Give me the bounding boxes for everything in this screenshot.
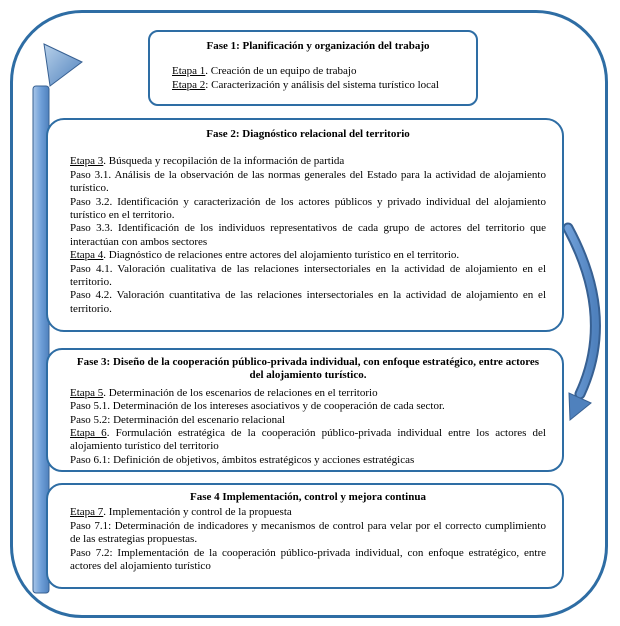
connector-arrow-icon xyxy=(562,222,601,422)
step-line: Paso 6.1: Definición de objetivos, ámbit… xyxy=(70,454,546,467)
step-text: . Formulación estratégica de la cooperac… xyxy=(70,427,546,453)
step-text: Paso 5.1. Determinación de los intereses… xyxy=(70,400,445,413)
step-text: . Diagnóstico de relaciones entre actore… xyxy=(103,249,460,262)
phase-2-title: Fase 2: Diagnóstico relacional del terri… xyxy=(206,128,410,140)
step-text: . Determinación de los escenarios de rel… xyxy=(103,386,378,399)
step-line: Paso 5.2: Determinación del escenario re… xyxy=(70,414,546,427)
step-line: Etapa 2: Caracterización y análisis del … xyxy=(172,79,464,92)
phase-1-box: Fase 1: Planificación y organización del… xyxy=(148,30,478,106)
step-line: Paso 4.1. Valoración cualitativa de las … xyxy=(70,263,546,290)
step-text: Paso 4.2. Valoración cuantitativa de las… xyxy=(70,289,546,315)
phase-4-title: Fase 4 Implementación, control y mejora … xyxy=(190,491,426,503)
step-text: Paso 3.2. Identificación y caracterizaci… xyxy=(70,195,546,222)
phase-2-box: Fase 2: Diagnóstico relacional del terri… xyxy=(46,118,564,332)
step-line: Etapa 7. Implementación y control de la … xyxy=(70,506,546,519)
etapa-label: Etapa 4 xyxy=(70,249,104,262)
step-line: Etapa 4. Diagnóstico de relaciones entre… xyxy=(70,249,546,262)
step-line: Paso 3.3. Identificación de los individu… xyxy=(70,222,546,249)
step-text: . Búsqueda y recopilación de la informac… xyxy=(103,155,345,168)
step-line: Etapa 5. Determinación de los escenarios… xyxy=(70,387,546,400)
step-text: : Caracterización y análisis del sistema… xyxy=(205,78,439,91)
phase-3-title: Fase 3: Diseño de la cooperación público… xyxy=(76,356,540,382)
step-line: Etapa 6. Formulación estratégica de la c… xyxy=(70,427,546,454)
step-text: Paso 3.1. Análisis de la observación de … xyxy=(70,168,546,195)
etapa-label: Etapa 7 xyxy=(70,506,104,519)
step-text: Paso 3.3. Identificación de los individu… xyxy=(70,222,546,248)
step-line: Paso 3.1. Análisis de la observación de … xyxy=(70,169,546,196)
step-text: Paso 6.1: Definición de objetivos, ámbit… xyxy=(70,453,415,466)
phase-1-title: Fase 1: Planificación y organización del… xyxy=(206,40,430,52)
step-line: Paso 7.1: Determinación de indicadores y… xyxy=(70,520,546,547)
step-text: . Implementación y control de la propues… xyxy=(103,506,292,519)
step-line: Paso 4.2. Valoración cuantitativa de las… xyxy=(70,289,546,316)
etapa-label: Etapa 6 xyxy=(70,427,107,440)
etapa-label: Etapa 5 xyxy=(70,386,104,399)
etapa-label: Etapa 3 xyxy=(70,155,104,168)
feedback-arrow-icon xyxy=(32,43,83,594)
etapa-label: Etapa 2 xyxy=(172,78,206,91)
step-text: Paso 7.1: Determinación de indicadores y… xyxy=(70,519,546,546)
step-line: Etapa 3. Búsqueda y recopilación de la i… xyxy=(70,155,546,168)
step-line: Paso 3.2. Identificación y caracterizaci… xyxy=(70,196,546,223)
step-text: Paso 5.2: Determinación del escenario re… xyxy=(70,413,286,426)
step-text: . Creación de un equipo de trabajo xyxy=(205,65,357,78)
etapa-label: Etapa 1 xyxy=(172,65,206,78)
step-line: Paso 7.2: Implementación de la cooperaci… xyxy=(70,547,546,574)
step-line: Etapa 1. Creación de un equipo de trabaj… xyxy=(172,65,464,78)
phase-4-box: Fase 4 Implementación, control y mejora … xyxy=(46,483,564,589)
step-text: Paso 4.1. Valoración cualitativa de las … xyxy=(70,262,546,289)
step-text: Paso 7.2: Implementación de la cooperaci… xyxy=(70,546,546,573)
step-line: Paso 5.1. Determinación de los intereses… xyxy=(70,400,546,413)
phase-3-box: Fase 3: Diseño de la cooperación público… xyxy=(46,348,564,472)
